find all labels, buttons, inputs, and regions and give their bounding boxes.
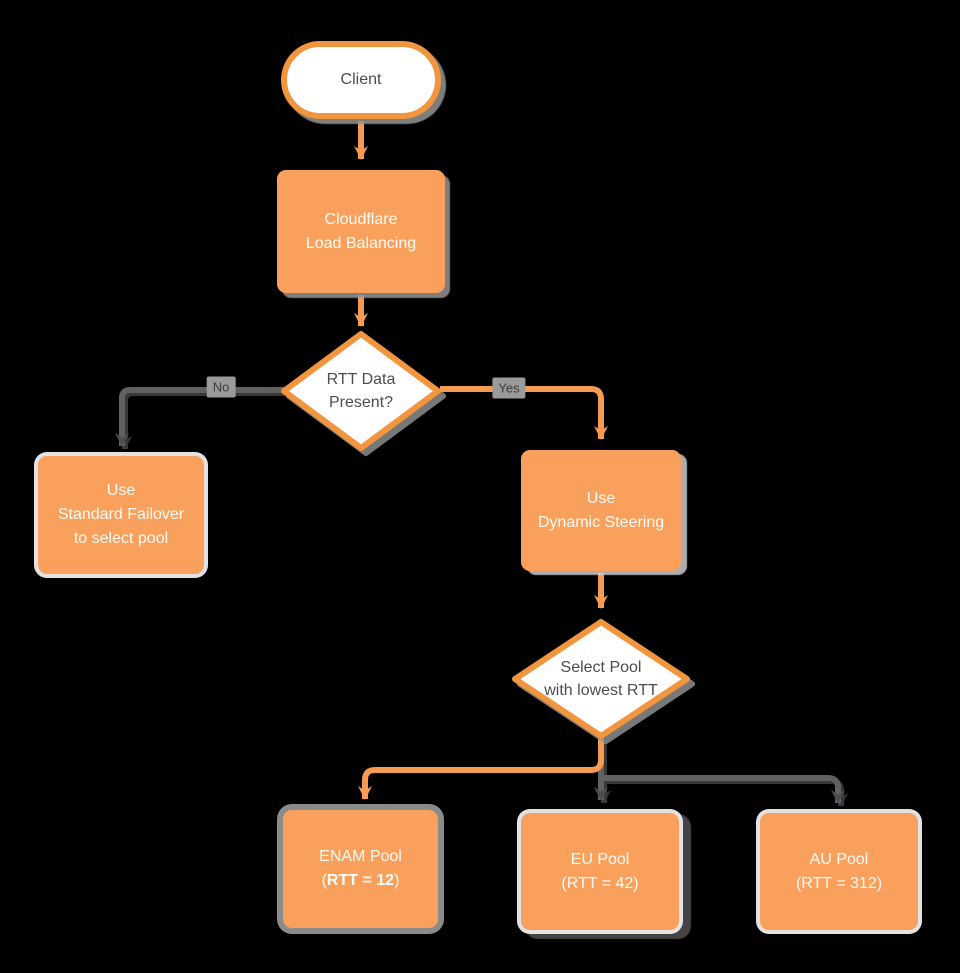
node-select-pool: Select Pool with lowest RTT: [510, 617, 692, 741]
edge-rtt-to-standard-failover: [115, 387, 284, 447]
node-au-line1: AU Pool: [809, 850, 869, 868]
node-steering-line1: Use: [586, 489, 616, 507]
enam-paren-close: ): [394, 872, 400, 889]
enam-rtt-value: RTT = 12: [326, 872, 395, 889]
node-load-balancing-line2: Load Balancing: [305, 234, 417, 252]
node-rtt-line1: RTT Data: [326, 370, 396, 388]
node-rtt-line2: Present?: [328, 394, 394, 411]
node-failover-line1: Use: [106, 482, 136, 499]
decision-diamond-shape: [512, 619, 690, 739]
node-eu-line1: EU Pool: [570, 850, 630, 868]
edge-select-pool-to-au-pool: [601, 775, 845, 804]
node-enam-line2: (RTT = 12): [322, 869, 400, 893]
node-enam-line1: ENAM Pool: [319, 848, 402, 865]
node-load-balancing: Cloudflare Load Balancing: [277, 170, 445, 293]
node-select-pool-line2: with lowest RTT: [544, 682, 658, 699]
edge-label-no: No: [206, 376, 236, 398]
node-failover-line3: to select pool: [73, 530, 169, 547]
node-eu-line2: (RTT = 42): [561, 874, 639, 892]
node-select-pool-line1: Select Pool: [560, 658, 642, 676]
node-steering-line2: Dynamic Steering: [537, 513, 665, 531]
node-standard-failover: Use Standard Failover to select pool: [38, 456, 204, 574]
node-au-line2: (RTT = 312): [795, 874, 883, 892]
edge-label-yes: Yes: [492, 377, 526, 399]
decision-diamond-shape: [281, 331, 441, 451]
node-enam-pool: ENAM Pool (RTT = 12): [283, 810, 438, 928]
enam-paren-open: (: [321, 872, 327, 889]
node-failover-line2: Standard Failover: [57, 506, 185, 523]
node-eu-pool: EU Pool (RTT = 42): [521, 813, 679, 930]
node-au-pool: AU Pool (RTT = 312): [760, 813, 918, 930]
node-client-label: Client: [340, 71, 382, 88]
node-client: Client: [281, 41, 441, 119]
node-load-balancing-line1: Cloudflare: [324, 210, 398, 228]
node-rtt-data-present: RTT Data Present?: [279, 329, 443, 453]
edge-select-pool-to-enam-pool: [358, 739, 604, 800]
node-dynamic-steering: Use Dynamic Steering: [521, 450, 681, 571]
